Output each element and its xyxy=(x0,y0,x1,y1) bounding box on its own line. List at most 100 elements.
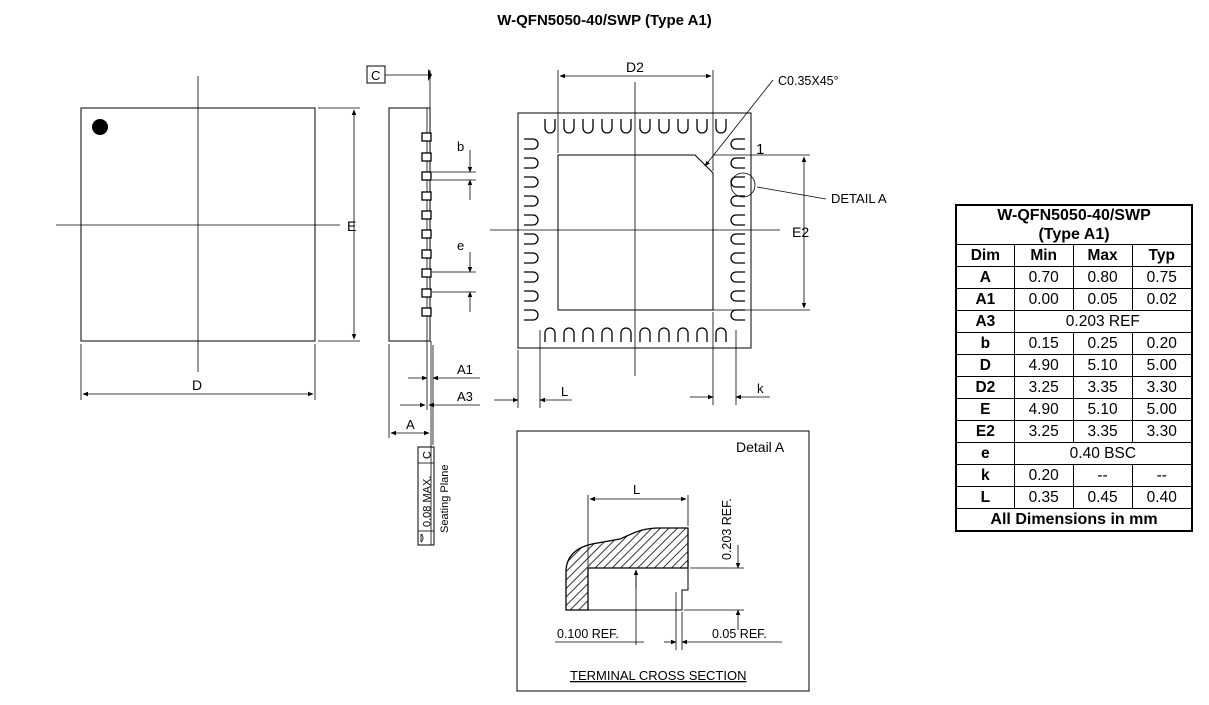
dim-A-label: A xyxy=(406,417,415,432)
table-row: A1 0.00 0.05 0.02 xyxy=(955,288,1193,311)
exposed-pad xyxy=(557,154,714,311)
ref-0203-label: 0.203 REF. xyxy=(720,498,734,560)
row-span-value: 0.40 BSC xyxy=(1013,442,1193,465)
row-dim: E2 xyxy=(955,420,1015,443)
col-header-max: Max xyxy=(1072,244,1133,267)
dim-b-label: b xyxy=(457,139,464,154)
row-dim: E xyxy=(955,398,1015,421)
dim-D-label: D xyxy=(192,377,202,393)
row-max: 0.45 xyxy=(1072,486,1133,509)
row-dim: e xyxy=(955,442,1015,465)
row-min: 0.35 xyxy=(1013,486,1074,509)
bottom-pads-bottom xyxy=(544,327,727,342)
terminal-section xyxy=(565,527,689,611)
dim-e-label: e xyxy=(457,238,464,253)
table-row: e 0.40 BSC xyxy=(955,442,1193,465)
row-max: 0.80 xyxy=(1072,266,1133,289)
row-typ: -- xyxy=(1131,464,1193,487)
row-typ: 0.02 xyxy=(1131,288,1193,311)
page-title: W-QFN5050-40/SWP (Type A1) xyxy=(497,12,712,29)
row-dim: k xyxy=(955,464,1015,487)
row-typ: 5.00 xyxy=(1131,398,1193,421)
dim-A1-label: A1 xyxy=(457,362,473,377)
table-title-line1: W-QFN5050-40/SWP xyxy=(997,207,1151,224)
ref-0100-label: 0.100 REF. xyxy=(557,627,619,641)
bottom-view: D2 C0.35X45° 1 DETAIL A E2 L k xyxy=(490,59,887,408)
table-row: E2 3.25 3.35 3.30 xyxy=(955,420,1193,443)
flatness-frame: 0.08 MAX. C Seating Plane xyxy=(417,446,451,546)
detail-a-callout: DETAIL A xyxy=(831,191,887,206)
dimension-table: W-QFN5050-40/SWP (Type A1) Dim Min Max T… xyxy=(955,204,1193,532)
table-title: W-QFN5050-40/SWP (Type A1) xyxy=(955,204,1193,245)
pin1-label: 1 xyxy=(756,141,764,158)
side-view-leads xyxy=(421,132,432,317)
pin1-dot xyxy=(92,119,108,135)
row-max: 0.25 xyxy=(1072,332,1133,355)
row-dim: D2 xyxy=(955,376,1015,399)
table-row: A 0.70 0.80 0.75 xyxy=(955,266,1193,289)
row-min: 3.25 xyxy=(1013,376,1074,399)
cross-section-caption: TERMINAL CROSS SECTION xyxy=(570,668,746,683)
dim-k-label: k xyxy=(757,381,764,396)
row-max: 0.05 xyxy=(1072,288,1133,311)
flatness-value: 0.08 MAX. xyxy=(422,476,434,527)
row-typ: 0.40 xyxy=(1131,486,1193,509)
dim-A3-label: A3 xyxy=(457,389,473,404)
row-typ: 5.00 xyxy=(1131,354,1193,377)
flatness-datum: C xyxy=(422,451,434,459)
datum-C-label: C xyxy=(371,68,380,83)
row-max: 5.10 xyxy=(1072,398,1133,421)
row-max: 3.35 xyxy=(1072,420,1133,443)
row-min: 0.70 xyxy=(1013,266,1074,289)
table-footer: All Dimensions in mm xyxy=(955,508,1193,532)
row-dim: A1 xyxy=(955,288,1015,311)
row-dim: D xyxy=(955,354,1015,377)
row-typ: 3.30 xyxy=(1131,420,1193,443)
dim-D2-label: D2 xyxy=(626,59,644,75)
table-row: L 0.35 0.45 0.40 xyxy=(955,486,1193,509)
dim-E2-label: E2 xyxy=(792,224,809,240)
table-row: D2 3.25 3.35 3.30 xyxy=(955,376,1193,399)
row-dim: L xyxy=(955,486,1015,509)
table-row: D 4.90 5.10 5.00 xyxy=(955,354,1193,377)
dim-E-label: E xyxy=(347,218,356,234)
row-typ: 0.20 xyxy=(1131,332,1193,355)
seating-plane-label: Seating Plane xyxy=(439,465,451,534)
row-max: 3.35 xyxy=(1072,376,1133,399)
row-min: 0.20 xyxy=(1013,464,1074,487)
bottom-pads-right xyxy=(730,138,745,321)
table-row: k 0.20 -- -- xyxy=(955,464,1193,487)
row-span-value: 0.203 REF xyxy=(1013,310,1193,333)
bottom-pads-left xyxy=(524,138,539,321)
detail-L-label: L xyxy=(633,482,640,497)
col-header-typ: Typ xyxy=(1131,244,1193,267)
row-dim: A3 xyxy=(955,310,1015,333)
row-typ: 3.30 xyxy=(1131,376,1193,399)
row-max: 5.10 xyxy=(1072,354,1133,377)
row-min: 4.90 xyxy=(1013,354,1074,377)
col-header-min: Min xyxy=(1013,244,1074,267)
row-min: 0.15 xyxy=(1013,332,1074,355)
side-view: C b e A1 A3 A xyxy=(366,65,480,546)
table-row: A3 0.203 REF xyxy=(955,310,1193,333)
row-min: 4.90 xyxy=(1013,398,1074,421)
table-header-row: Dim Min Max Typ xyxy=(955,244,1193,267)
row-max: -- xyxy=(1072,464,1133,487)
table-row: b 0.15 0.25 0.20 xyxy=(955,332,1193,355)
col-header-dim: Dim xyxy=(955,244,1015,267)
row-dim: b xyxy=(955,332,1015,355)
row-min: 0.00 xyxy=(1013,288,1074,311)
ref-005-label: 0.05 REF. xyxy=(712,627,767,641)
top-view: E D xyxy=(56,76,360,400)
row-typ: 0.75 xyxy=(1131,266,1193,289)
detail-a-title: Detail A xyxy=(736,439,785,455)
detail-a: Detail A L 0.203 REF. 0.100 REF. 0.05 RE… xyxy=(516,430,810,692)
dim-L-label: L xyxy=(561,384,568,399)
row-dim: A xyxy=(955,266,1015,289)
table-row: E 4.90 5.10 5.00 xyxy=(955,398,1193,421)
chamfer-label: C0.35X45° xyxy=(778,74,839,88)
bottom-pads-top xyxy=(544,119,727,134)
row-min: 3.25 xyxy=(1013,420,1074,443)
table-title-line2: (Type A1) xyxy=(1038,226,1110,243)
